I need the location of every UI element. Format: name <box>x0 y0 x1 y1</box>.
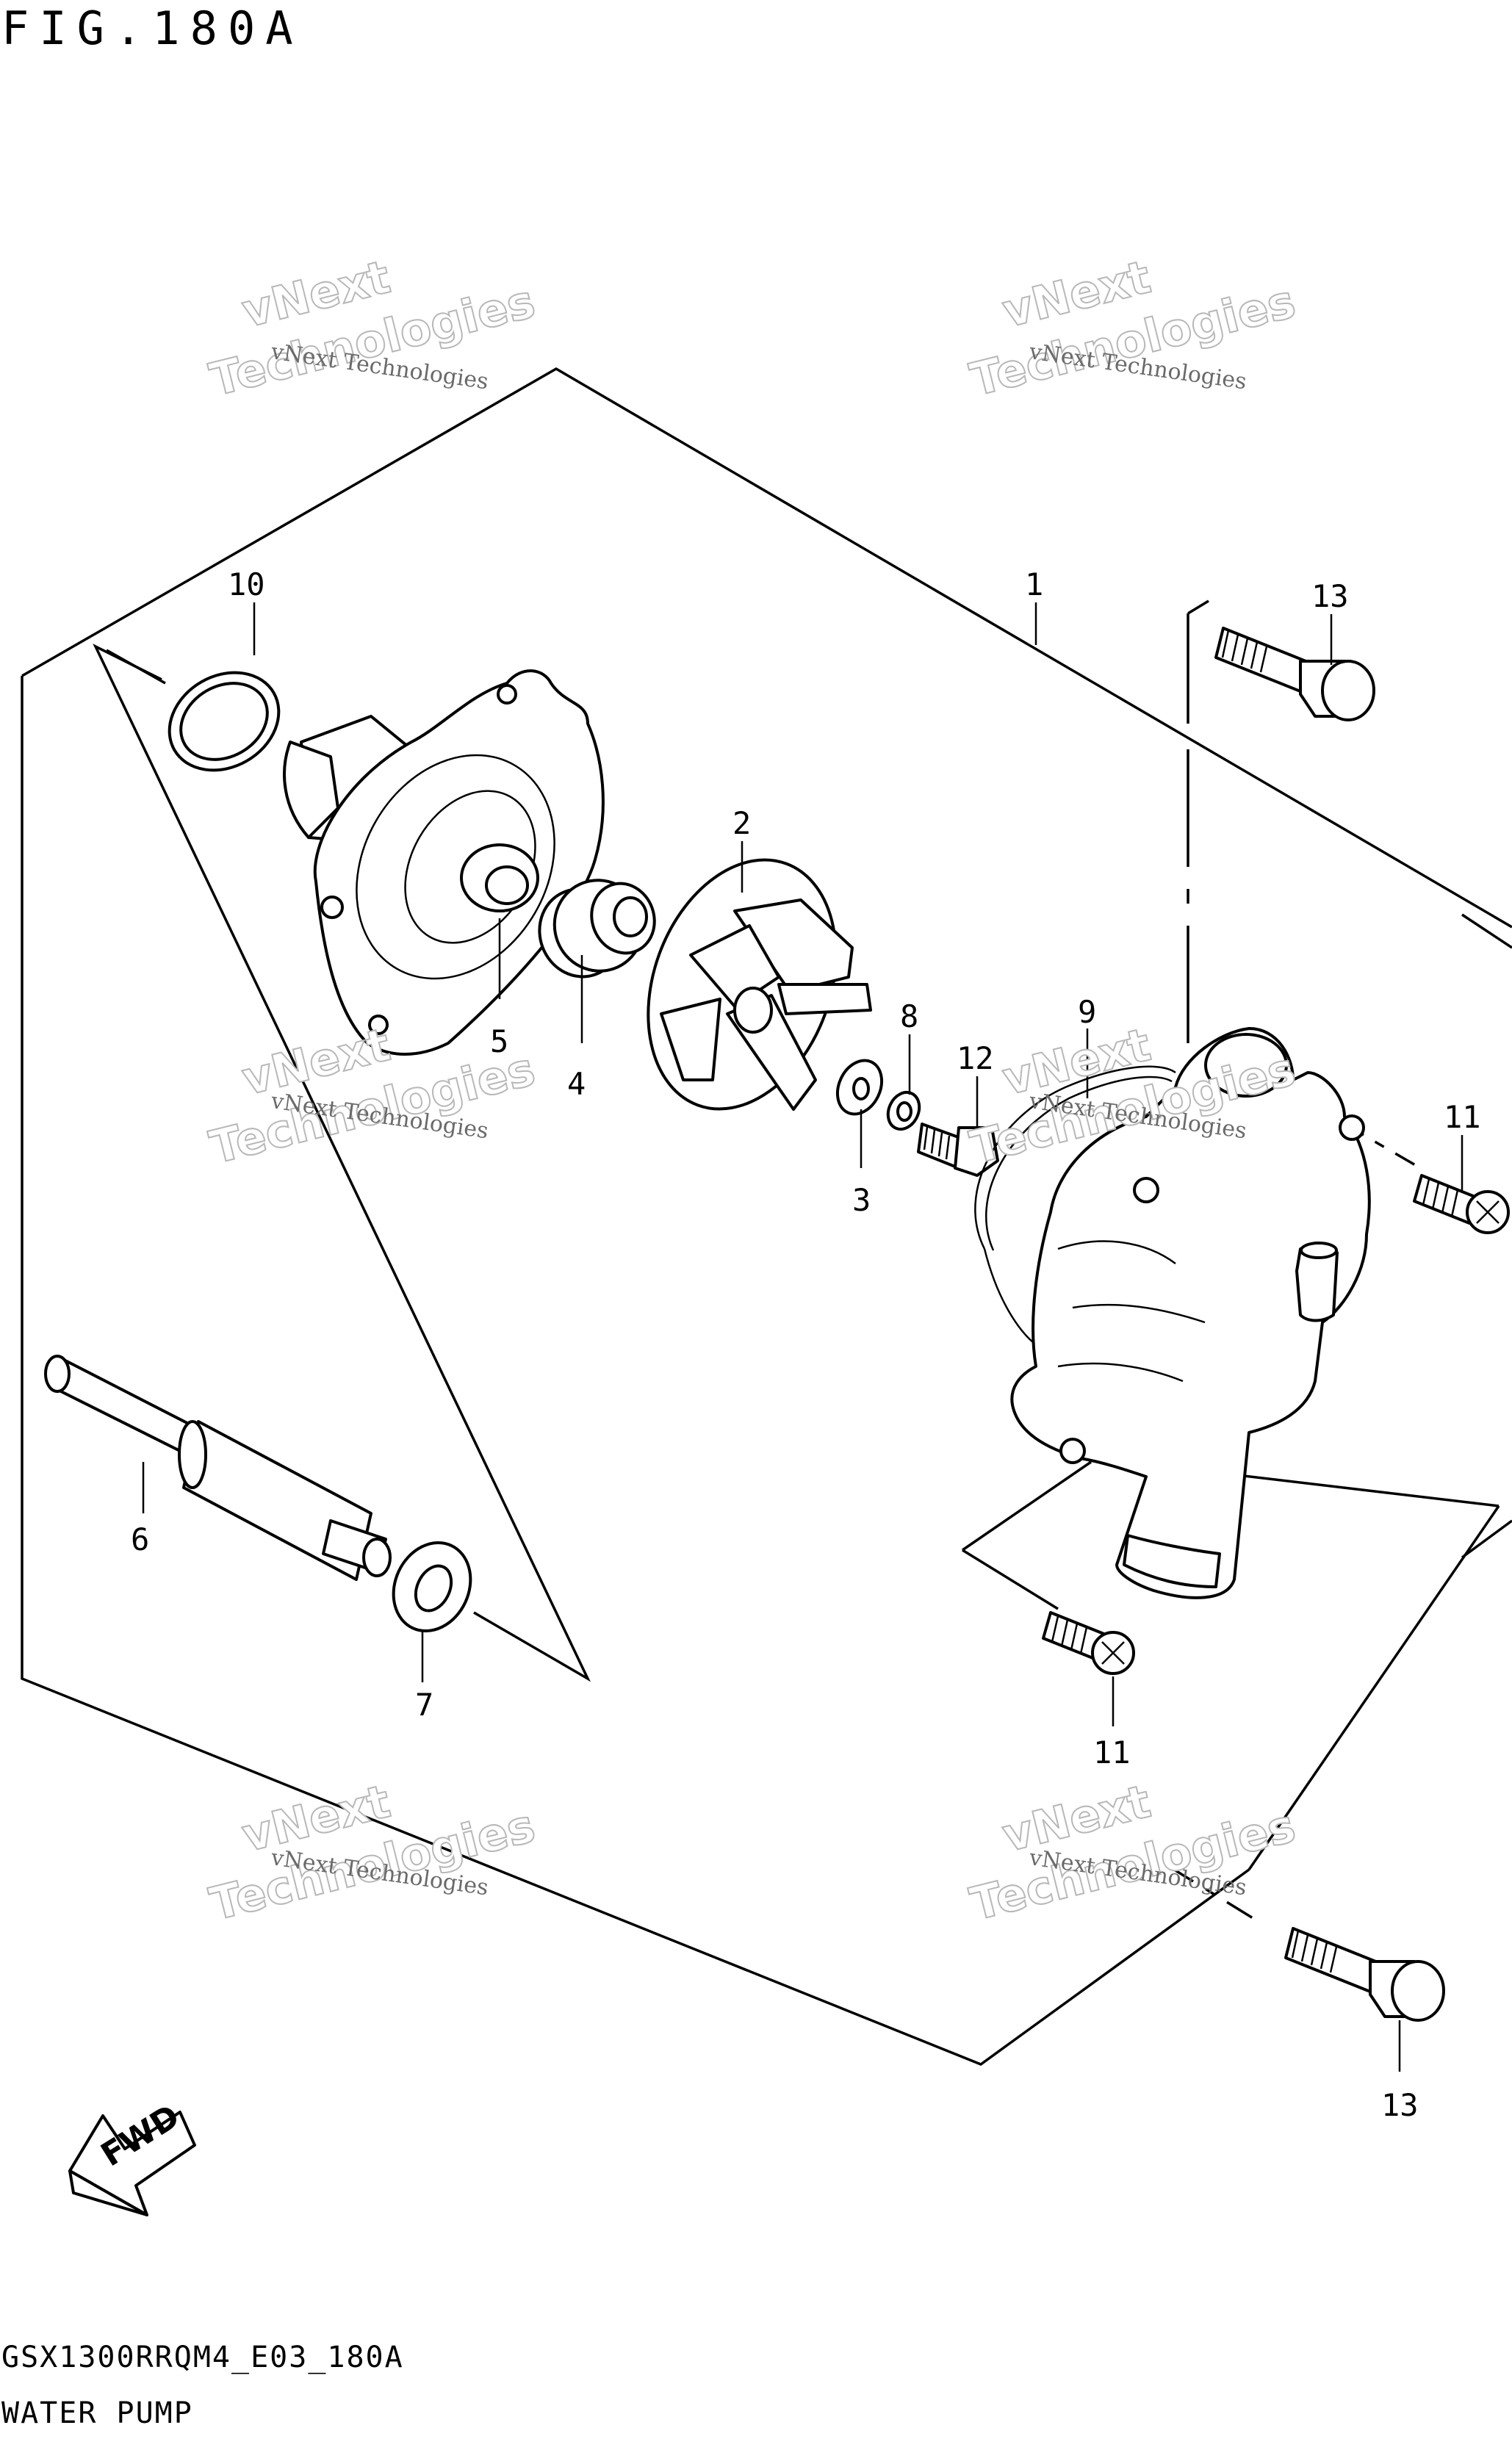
callout-8: 8 <box>900 998 918 1034</box>
callout-6: 6 <box>131 1521 149 1557</box>
part-9-o-ring[interactable] <box>974 1065 1176 1346</box>
callout-11-lower: 11 <box>1093 1734 1131 1770</box>
part-3-washer[interactable] <box>829 1053 890 1122</box>
callout-2: 2 <box>732 805 751 841</box>
callout-leaders <box>142 602 1464 2072</box>
callout-7: 7 <box>415 1687 433 1723</box>
assembly-outline <box>21 367 1512 2066</box>
figure-title: FIG.180A <box>1 1 303 55</box>
part-5-pump-cover[interactable] <box>283 669 605 1056</box>
callout-12: 12 <box>957 1040 994 1076</box>
callout-13-upper: 13 <box>1311 578 1349 614</box>
callout-5: 5 <box>490 1023 508 1059</box>
callouts: 10 1 13 2 8 12 9 11 5 4 3 6 7 11 13 <box>131 566 1481 2123</box>
callout-1: 1 <box>1025 566 1043 602</box>
fwd-arrow-icon: FWD <box>68 2097 196 2216</box>
model-code: GSX1300RRQM4_E03_180A <box>1 2341 404 2374</box>
callout-13-lower: 13 <box>1381 2087 1419 2123</box>
callout-4: 4 <box>567 1066 586 1102</box>
part-6-shaft[interactable] <box>44 1355 392 1581</box>
subassembly-triangle <box>93 644 591 1682</box>
callout-10: 10 <box>228 566 265 602</box>
callout-11-right: 11 <box>1444 1099 1481 1135</box>
part-11-bolt-lower[interactable] <box>1042 1611 1135 1675</box>
part-4-mechanical-seal[interactable] <box>528 868 664 988</box>
part-10-o-ring[interactable] <box>151 653 296 789</box>
callout-3: 3 <box>852 1182 871 1218</box>
part-13-bolt-upper[interactable] <box>1214 627 1375 721</box>
part-13-bolt-lower[interactable] <box>1284 1927 1445 2022</box>
part-1-pump-body[interactable] <box>1010 1027 1371 1599</box>
part-2-impeller[interactable] <box>615 834 872 1136</box>
part-12-bolt[interactable] <box>917 1123 999 1177</box>
figure-caption: WATER PUMP <box>1 2396 193 2430</box>
part-11-bolt-right[interactable] <box>1413 1174 1510 1234</box>
part-8-seal-washer[interactable] <box>882 1087 925 1134</box>
callout-9: 9 <box>1078 994 1096 1030</box>
part-7-washer[interactable] <box>379 1530 484 1644</box>
